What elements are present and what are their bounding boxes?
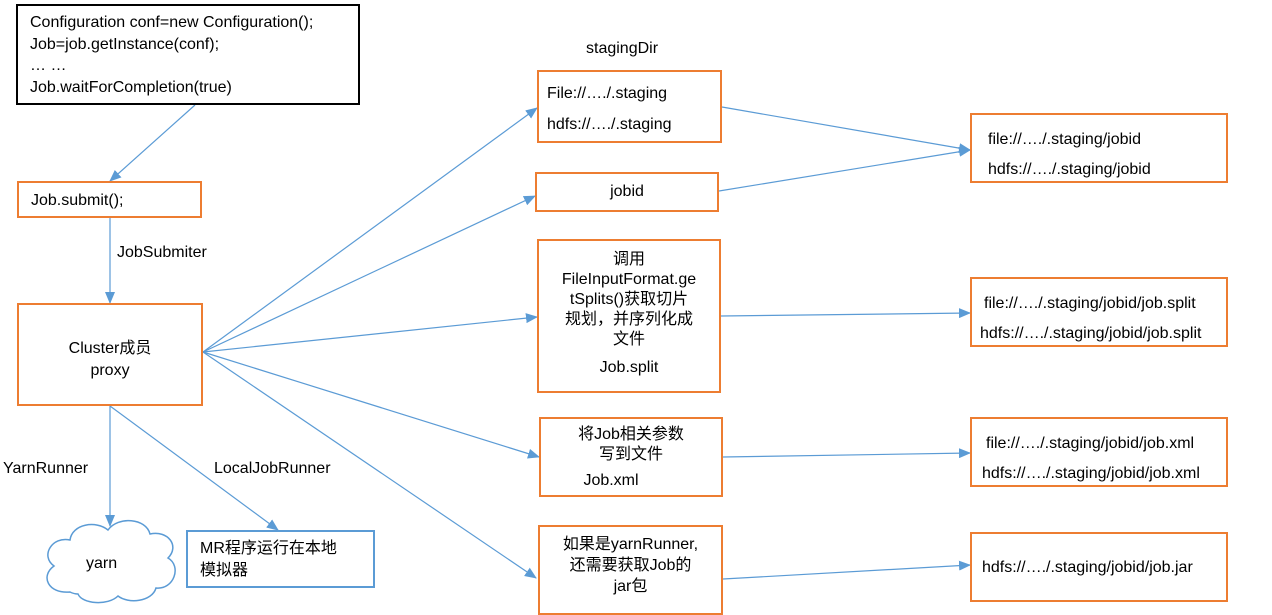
split-line-5: 文件: [612, 331, 645, 348]
split-out-line-1: file://…./.staging/jobid/job.split: [984, 295, 1196, 312]
yarnrunner-label: YarnRunner: [3, 460, 89, 477]
jobid-box: jobid: [535, 172, 719, 212]
staging-box: File://…./.staging hdfs://…./.staging: [537, 70, 722, 143]
submit-text: Job.submit();: [31, 192, 124, 209]
arrow-cluster-to-xml: [202, 351, 540, 459]
jar-output-box: hdfs://…./.staging/jobid/job.jar: [970, 532, 1228, 602]
code-line-3: … …: [30, 57, 67, 75]
jobsubmiter-label: JobSubmiter: [117, 244, 207, 261]
code-box: Configuration conf=new Configuration(); …: [16, 4, 360, 105]
staging-line-1: File://…./.staging: [547, 85, 668, 102]
arrow-cluster-to-local: [109, 405, 279, 531]
xml-box: 将Job相关参数 写到文件 Job.xml: [539, 417, 723, 497]
yarn-text: yarn: [86, 555, 118, 572]
jobid-out-line-1: file://…./.staging/jobid: [988, 131, 1141, 148]
xml-output-box: file://…./.staging/jobid/job.xml hdfs://…: [970, 417, 1228, 487]
arrow-jar-to-jar-out: [722, 560, 971, 580]
cluster-box: Cluster成员 proxy: [17, 303, 203, 406]
arrow-jobid-to-jobid-out: [718, 146, 971, 192]
jar-line-2: 还需要获取Job的: [569, 556, 692, 574]
code-line-2: Job=job.getInstance(conf);: [30, 35, 220, 53]
arrow-cluster-to-staging: [202, 107, 538, 353]
submit-box: Job.submit();: [17, 181, 202, 218]
jar-box: 如果是yarnRunner, 还需要获取Job的 jar包: [538, 525, 723, 615]
xml-line-1: 将Job相关参数: [578, 426, 684, 443]
localjobrunner-label: LocalJobRunner: [214, 460, 331, 477]
stagingdir-label: stagingDir: [586, 40, 659, 57]
arrow-cluster-to-split: [202, 313, 538, 353]
code-line-1: Configuration conf=new Configuration();: [30, 14, 314, 31]
split-out-line-2: hdfs://…./.staging/jobid/job.split: [980, 324, 1202, 342]
cluster-line-1: Cluster成员: [68, 340, 152, 357]
split-line-4: 规划，并序列化成: [564, 311, 693, 328]
split-box: 调用 FileInputFormat.ge tSplits()获取切片 规划，并…: [537, 239, 721, 393]
jar-line-3: jar包: [613, 577, 648, 595]
arrow-code-to-submit: [109, 104, 196, 182]
jobid-out-line-2: hdfs://…./.staging/jobid: [988, 160, 1151, 178]
staging-line-2: hdfs://…./.staging: [547, 115, 672, 133]
arrow-split-to-split-out: [720, 308, 971, 319]
split-output-box: file://…./.staging/jobid/job.split hdfs:…: [970, 277, 1228, 347]
code-line-4: Job.waitForCompletion(true): [30, 78, 232, 96]
cluster-line-2: proxy: [90, 361, 130, 379]
local-line-2: 模拟器: [200, 561, 249, 579]
local-simulator-box: MR程序运行在本地 模拟器: [186, 530, 375, 588]
split-line-1: 调用: [612, 251, 645, 268]
arrow-xml-to-xml-out: [722, 448, 971, 459]
xml-out-line-2: hdfs://…./.staging/jobid/job.xml: [982, 464, 1200, 482]
split-file: Job.split: [599, 359, 659, 376]
cloud-icon: [46, 520, 176, 604]
arrow-cluster-to-jobid: [202, 195, 536, 353]
local-line-1: MR程序运行在本地: [200, 540, 337, 557]
split-line-3: tSplits()获取切片: [569, 291, 689, 308]
xml-line-2: 写到文件: [598, 446, 663, 463]
jar-line-1: 如果是yarnRunner,: [562, 536, 699, 553]
jar-out-line-1: hdfs://…./.staging/jobid/job.jar: [982, 559, 1193, 576]
split-line-2: FileInputFormat.ge: [561, 271, 697, 288]
arrow-cluster-to-jar: [202, 351, 537, 579]
jobid-output-box: file://…./.staging/jobid hdfs://…./.stag…: [970, 113, 1228, 183]
xml-out-line-1: file://…./.staging/jobid/job.xml: [986, 435, 1195, 452]
jobid-text: jobid: [610, 183, 644, 200]
arrow-staging-to-jobid-out: [721, 106, 971, 154]
xml-file: Job.xml: [583, 472, 639, 489]
